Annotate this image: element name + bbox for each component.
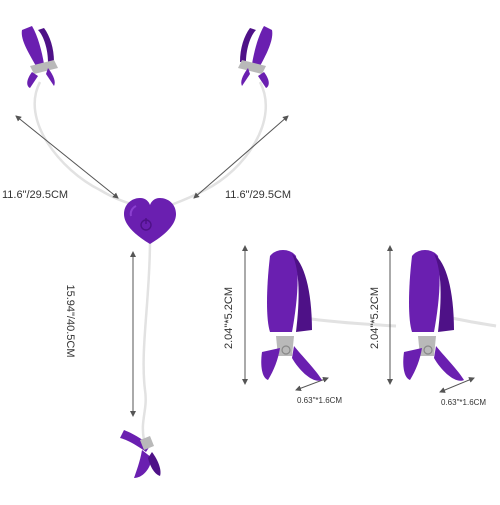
clamp-height-label-1: 2.04"*5.2CM (223, 287, 235, 349)
clamp-width-label-2: 0.63"*1.6CM (441, 398, 487, 407)
dimension-arrow-icon (439, 377, 475, 393)
clamp-icon (403, 250, 464, 381)
clamp-cord-2 (451, 316, 497, 328)
clamp-height-label-2: 2.04"*5.2CM (369, 287, 381, 349)
clamp-width-label-1: 0.63"*1.6CM (297, 396, 343, 405)
clamp-icon (238, 26, 273, 88)
heart-remote-icon (124, 198, 176, 244)
long-cord-length: 15.94"/40.5CM (64, 284, 76, 358)
clamp-icon (261, 250, 322, 381)
left-cord-length: 11.6"/29.5CM (2, 189, 69, 201)
dimension-arrow-icon (295, 376, 329, 392)
clamp-cord-1 (304, 316, 397, 328)
right-cord-length: 11.6"/29.5CM (225, 189, 292, 201)
dimension-arrow-icon (193, 115, 289, 199)
dimension-arrow-icon (15, 115, 119, 199)
long-cord (141, 239, 152, 441)
clamp-icon (120, 430, 161, 478)
clamp-icon (21, 26, 58, 88)
